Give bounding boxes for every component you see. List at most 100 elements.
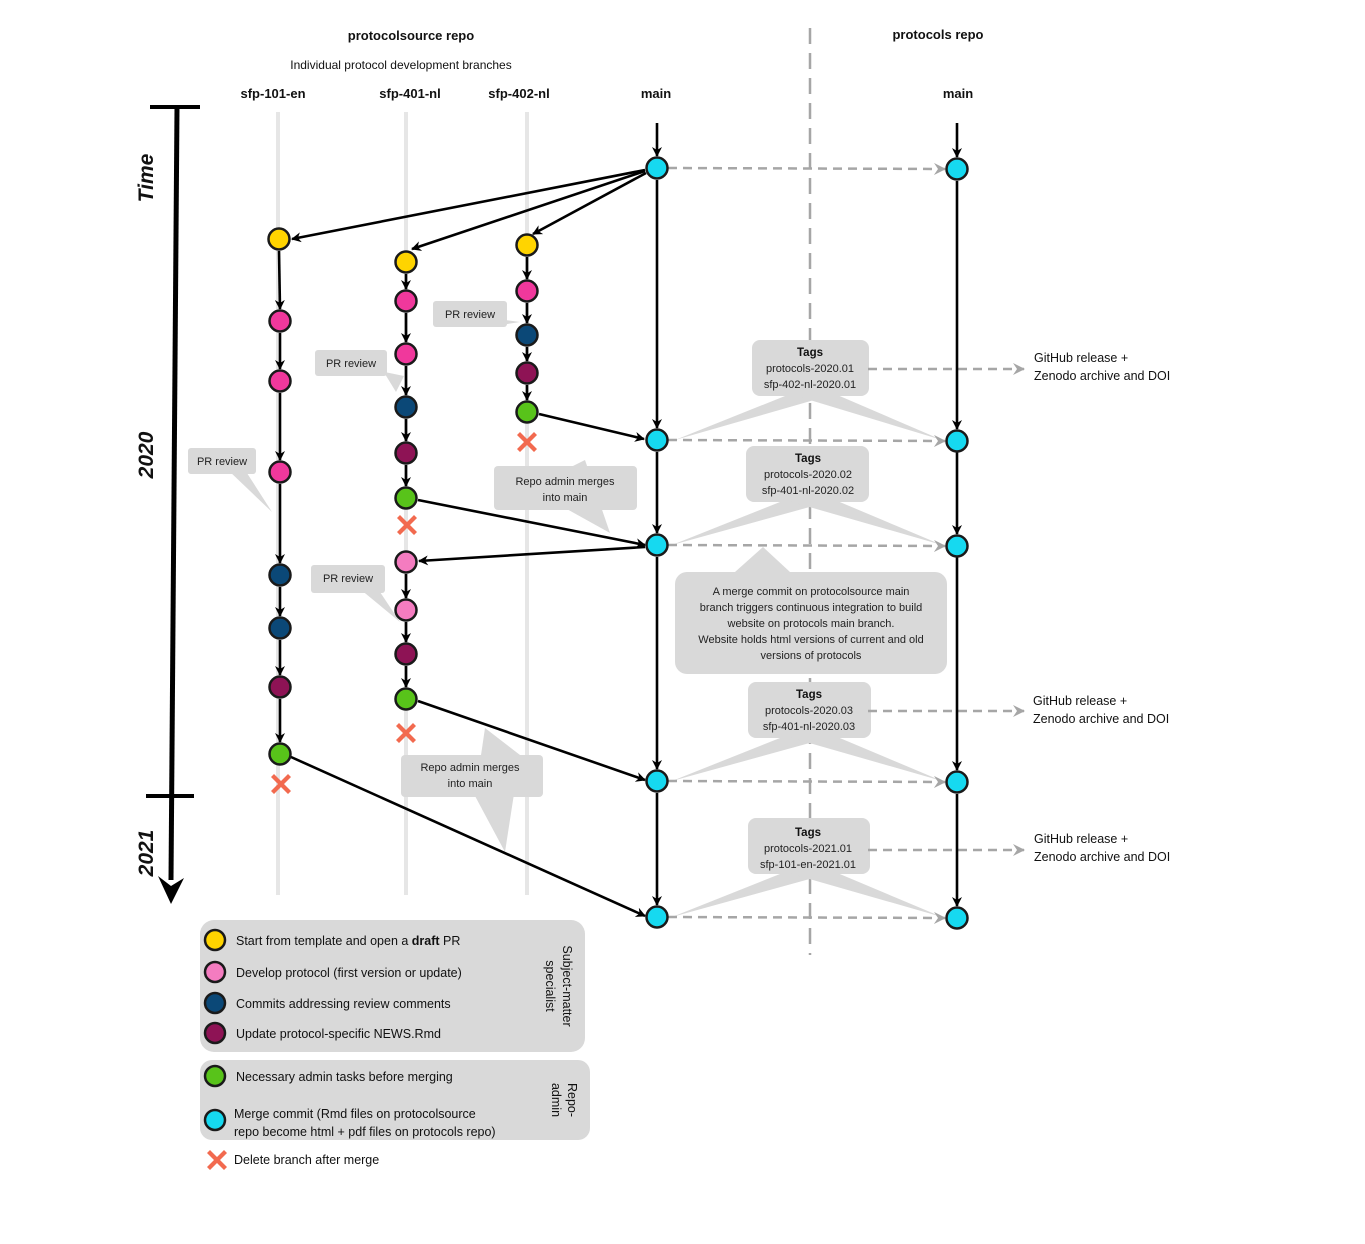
- column-main-source: main: [641, 86, 671, 101]
- review-commit-node: [515, 323, 539, 347]
- news-commit-node: [268, 675, 292, 699]
- merge-commit-node: [645, 428, 669, 452]
- news-commit-node: [394, 441, 418, 465]
- legend-maroon-text: Update protocol-specific NEWS.Rmd: [236, 1027, 441, 1041]
- review-commit-node: [268, 616, 292, 640]
- merge-commit-node: [645, 769, 669, 793]
- tag-title: Tags: [795, 453, 821, 465]
- admin-commit-node: [515, 400, 539, 424]
- ci-note-text: versions of protocols: [761, 650, 862, 662]
- ci-note-text: website on protocols main branch.: [727, 618, 895, 630]
- ci-note-text: Website holds html versions of current a…: [698, 634, 923, 646]
- tag-title: Tags: [797, 347, 823, 359]
- legend-cyan-text: Merge commit (Rmd files on protocolsourc…: [234, 1107, 476, 1121]
- develop-commit-node: [394, 550, 418, 574]
- pr-review-label: PR review: [323, 573, 373, 585]
- tag-title: Tags: [796, 689, 822, 701]
- tag-line: sfp-401-nl-2020.02: [762, 485, 854, 497]
- legend-pink-icon: [203, 960, 227, 984]
- pr-review-label: PR review: [197, 456, 247, 468]
- release-label: Zenodo archive and DOI: [1033, 712, 1169, 726]
- merge-commit-node: [945, 906, 969, 930]
- legend-yellow-text: Start from template and open a draft PR: [236, 934, 460, 948]
- merge-commit-node: [645, 905, 669, 929]
- legend-specialist-box: [200, 920, 585, 1052]
- merge-commit-node: [945, 770, 969, 794]
- time-label: Time: [135, 153, 158, 202]
- legend-cross-icon: [207, 1150, 227, 1170]
- admin-merge-label: into main: [448, 778, 493, 790]
- ci-note-text: A merge commit on protocolsource main: [713, 586, 910, 598]
- news-commit-node: [515, 361, 539, 385]
- merge-commit-node: [645, 533, 669, 557]
- admin-commit-node: [268, 742, 292, 766]
- role-specialist-label: specialist: [543, 960, 557, 1012]
- tag-line: protocols-2020.01: [766, 363, 854, 375]
- column-sfp-402-nl: sfp-402-nl: [488, 86, 549, 101]
- source-repo-title: protocolsource repo: [348, 28, 474, 43]
- develop-commit-node: [268, 369, 292, 393]
- legend: Start from template and open a draft PR …: [200, 920, 590, 1170]
- template-commit-node: [267, 227, 291, 251]
- develop-commit-node: [268, 460, 292, 484]
- tag-title: Tags: [795, 827, 821, 839]
- develop-commit-node: [394, 342, 418, 366]
- tag-texts: Tags protocols-2020.01 sfp-402-nl-2020.0…: [760, 347, 856, 871]
- develop-commit-node: [515, 279, 539, 303]
- time-axis: Time 2020 2021: [135, 105, 200, 904]
- callouts: [188, 301, 947, 917]
- legend-green-icon: [203, 1064, 227, 1088]
- ci-note-text: branch triggers continuous integration t…: [700, 602, 923, 614]
- develop-commit-node: [394, 289, 418, 313]
- release-label: Zenodo archive and DOI: [1034, 369, 1170, 383]
- delete-branch-icon: [271, 774, 291, 794]
- legend-cross-text: Delete branch after merge: [234, 1153, 379, 1167]
- release-label: GitHub release +: [1034, 832, 1128, 846]
- tag-line: protocols-2020.02: [764, 469, 852, 481]
- release-label: Zenodo archive and DOI: [1034, 850, 1170, 864]
- legend-cyan-icon: [203, 1108, 227, 1132]
- admin-merge-label: into main: [543, 492, 588, 504]
- release-label: GitHub release +: [1033, 694, 1127, 708]
- tag-line: protocols-2020.03: [765, 705, 853, 717]
- review-commit-node: [268, 563, 292, 587]
- commit-nodes: [267, 156, 969, 930]
- admin-commit-node: [394, 486, 418, 510]
- template-commit-node: [394, 250, 418, 274]
- legend-maroon-icon: [203, 1021, 227, 1045]
- release-label: GitHub release +: [1034, 351, 1128, 365]
- merge-commit-node: [945, 157, 969, 181]
- year-2020-label: 2020: [135, 431, 158, 479]
- legend-cyan-text: repo become html + pdf files on protocol…: [234, 1125, 496, 1139]
- legend-navy-text: Commits addressing review comments: [236, 997, 451, 1011]
- develop-commit-node: [268, 309, 292, 333]
- sync-arrows: [667, 162, 1025, 924]
- column-sfp-401-nl: sfp-401-nl: [379, 86, 440, 101]
- role-admin-label: Repo-: [565, 1083, 579, 1117]
- merge-commit-node: [945, 534, 969, 558]
- admin-commit-node: [394, 687, 418, 711]
- news-commit-node: [394, 642, 418, 666]
- role-specialist-label: Subject-matter: [560, 945, 574, 1026]
- legend-navy-icon: [203, 991, 227, 1015]
- callout-texts: PR review PR review PR review PR review …: [197, 309, 924, 790]
- legend-green-text: Necessary admin tasks before merging: [236, 1070, 453, 1084]
- develop-commit-node: [394, 598, 418, 622]
- admin-merge-label: Repo admin merges: [515, 476, 615, 488]
- review-commit-node: [394, 395, 418, 419]
- column-sfp-101-en: sfp-101-en: [240, 86, 305, 101]
- pr-review-label: PR review: [326, 358, 376, 370]
- release-texts: GitHub release + Zenodo archive and DOI …: [1033, 351, 1170, 864]
- target-repo-title: protocols repo: [892, 27, 983, 42]
- tag-line: sfp-401-nl-2020.03: [763, 721, 855, 733]
- year-2021-label: 2021: [135, 830, 158, 878]
- pr-review-label: PR review: [445, 309, 495, 321]
- commit-arrows: [274, 123, 962, 918]
- branches-caption: Individual protocol development branches: [290, 58, 511, 72]
- legend-pink-text: Develop protocol (first version or updat…: [236, 966, 462, 980]
- legend-yellow-icon: [203, 928, 227, 952]
- merge-commit-node: [945, 429, 969, 453]
- merge-commit-node: [645, 156, 669, 180]
- admin-merge-label: Repo admin merges: [420, 762, 520, 774]
- tag-line: sfp-402-nl-2020.01: [764, 379, 856, 391]
